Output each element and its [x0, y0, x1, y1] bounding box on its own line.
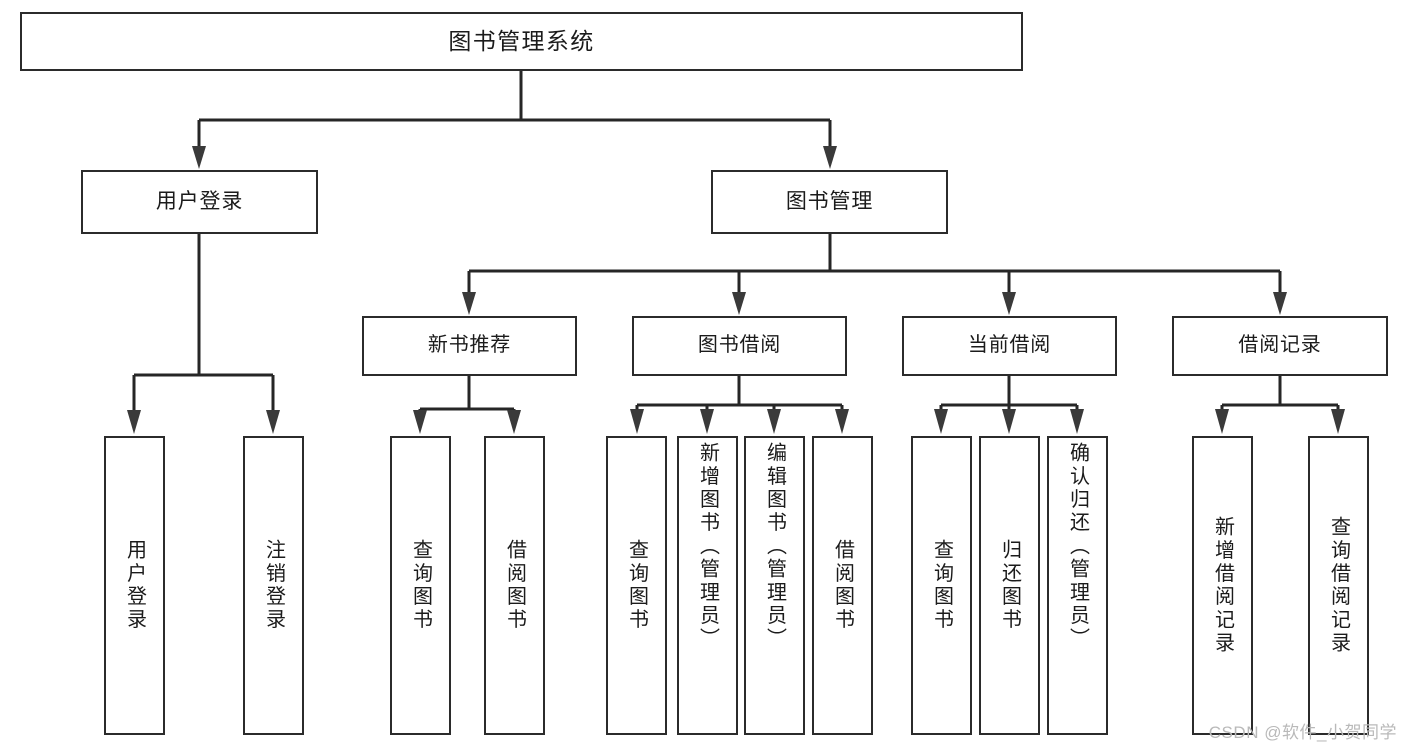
node-user-login[interactable]: 用户登录: [81, 170, 318, 234]
leaf-current-borrow-return[interactable]: 归还图书: [979, 436, 1040, 735]
leaf-current-borrow-query-label: 查询图书: [930, 539, 953, 632]
leaf-borrow-record-add[interactable]: 新增借阅记录: [1192, 436, 1253, 735]
node-root[interactable]: 图书管理系统: [20, 12, 1023, 71]
leaf-new-book-query-label: 查询图书: [409, 539, 432, 632]
leaf-borrow-record-query-label: 查询借阅记录: [1327, 515, 1350, 656]
node-current-borrow-label: 当前借阅: [967, 334, 1052, 357]
leaf-book-borrow-edit-label: 编辑图书（管理员）: [763, 442, 786, 651]
node-borrow-record-label: 借阅记录: [1238, 334, 1322, 357]
leaf-book-borrow-add[interactable]: 新增图书（管理员）: [677, 436, 738, 735]
node-user-login-label: 用户登录: [155, 189, 244, 213]
node-new-book-recommend[interactable]: 新书推荐: [362, 316, 577, 376]
leaf-user-login-signout[interactable]: 注销登录: [243, 436, 304, 735]
leaf-current-borrow-confirm-label: 确认归还（管理员）: [1066, 442, 1089, 651]
leaf-user-login-signout-label: 注销登录: [262, 539, 285, 632]
node-book-borrow-label: 图书借阅: [697, 334, 782, 357]
leaf-book-borrow-query-label: 查询图书: [625, 539, 648, 632]
node-book-management[interactable]: 图书管理: [711, 170, 948, 234]
leaf-new-book-borrow[interactable]: 借阅图书: [484, 436, 545, 735]
leaf-user-login-signin-label: 用户登录: [123, 539, 146, 632]
leaf-book-borrow-lend-label: 借阅图书: [831, 539, 854, 632]
leaf-current-borrow-return-label: 归还图书: [998, 539, 1021, 632]
leaf-new-book-query[interactable]: 查询图书: [390, 436, 451, 735]
leaf-new-book-borrow-label: 借阅图书: [503, 539, 526, 632]
leaf-borrow-record-add-label: 新增借阅记录: [1211, 515, 1234, 656]
node-borrow-record[interactable]: 借阅记录: [1172, 316, 1388, 376]
node-root-label: 图书管理系统: [448, 27, 595, 54]
leaf-book-borrow-lend[interactable]: 借阅图书: [812, 436, 873, 735]
leaf-book-borrow-query[interactable]: 查询图书: [606, 436, 667, 735]
leaf-current-borrow-confirm[interactable]: 确认归还（管理员）: [1047, 436, 1108, 735]
leaf-borrow-record-query[interactable]: 查询借阅记录: [1308, 436, 1369, 735]
node-current-borrow[interactable]: 当前借阅: [902, 316, 1117, 376]
leaf-user-login-signin[interactable]: 用户登录: [104, 436, 165, 735]
leaf-current-borrow-query[interactable]: 查询图书: [911, 436, 972, 735]
node-new-book-recommend-label: 新书推荐: [427, 334, 512, 357]
leaf-book-borrow-edit[interactable]: 编辑图书（管理员）: [744, 436, 805, 735]
watermark: CSDN @软件_小贺同学: [1208, 723, 1397, 742]
node-book-borrow[interactable]: 图书借阅: [632, 316, 847, 376]
leaf-book-borrow-add-label: 新增图书（管理员）: [696, 442, 719, 651]
node-book-management-label: 图书管理: [785, 189, 874, 213]
